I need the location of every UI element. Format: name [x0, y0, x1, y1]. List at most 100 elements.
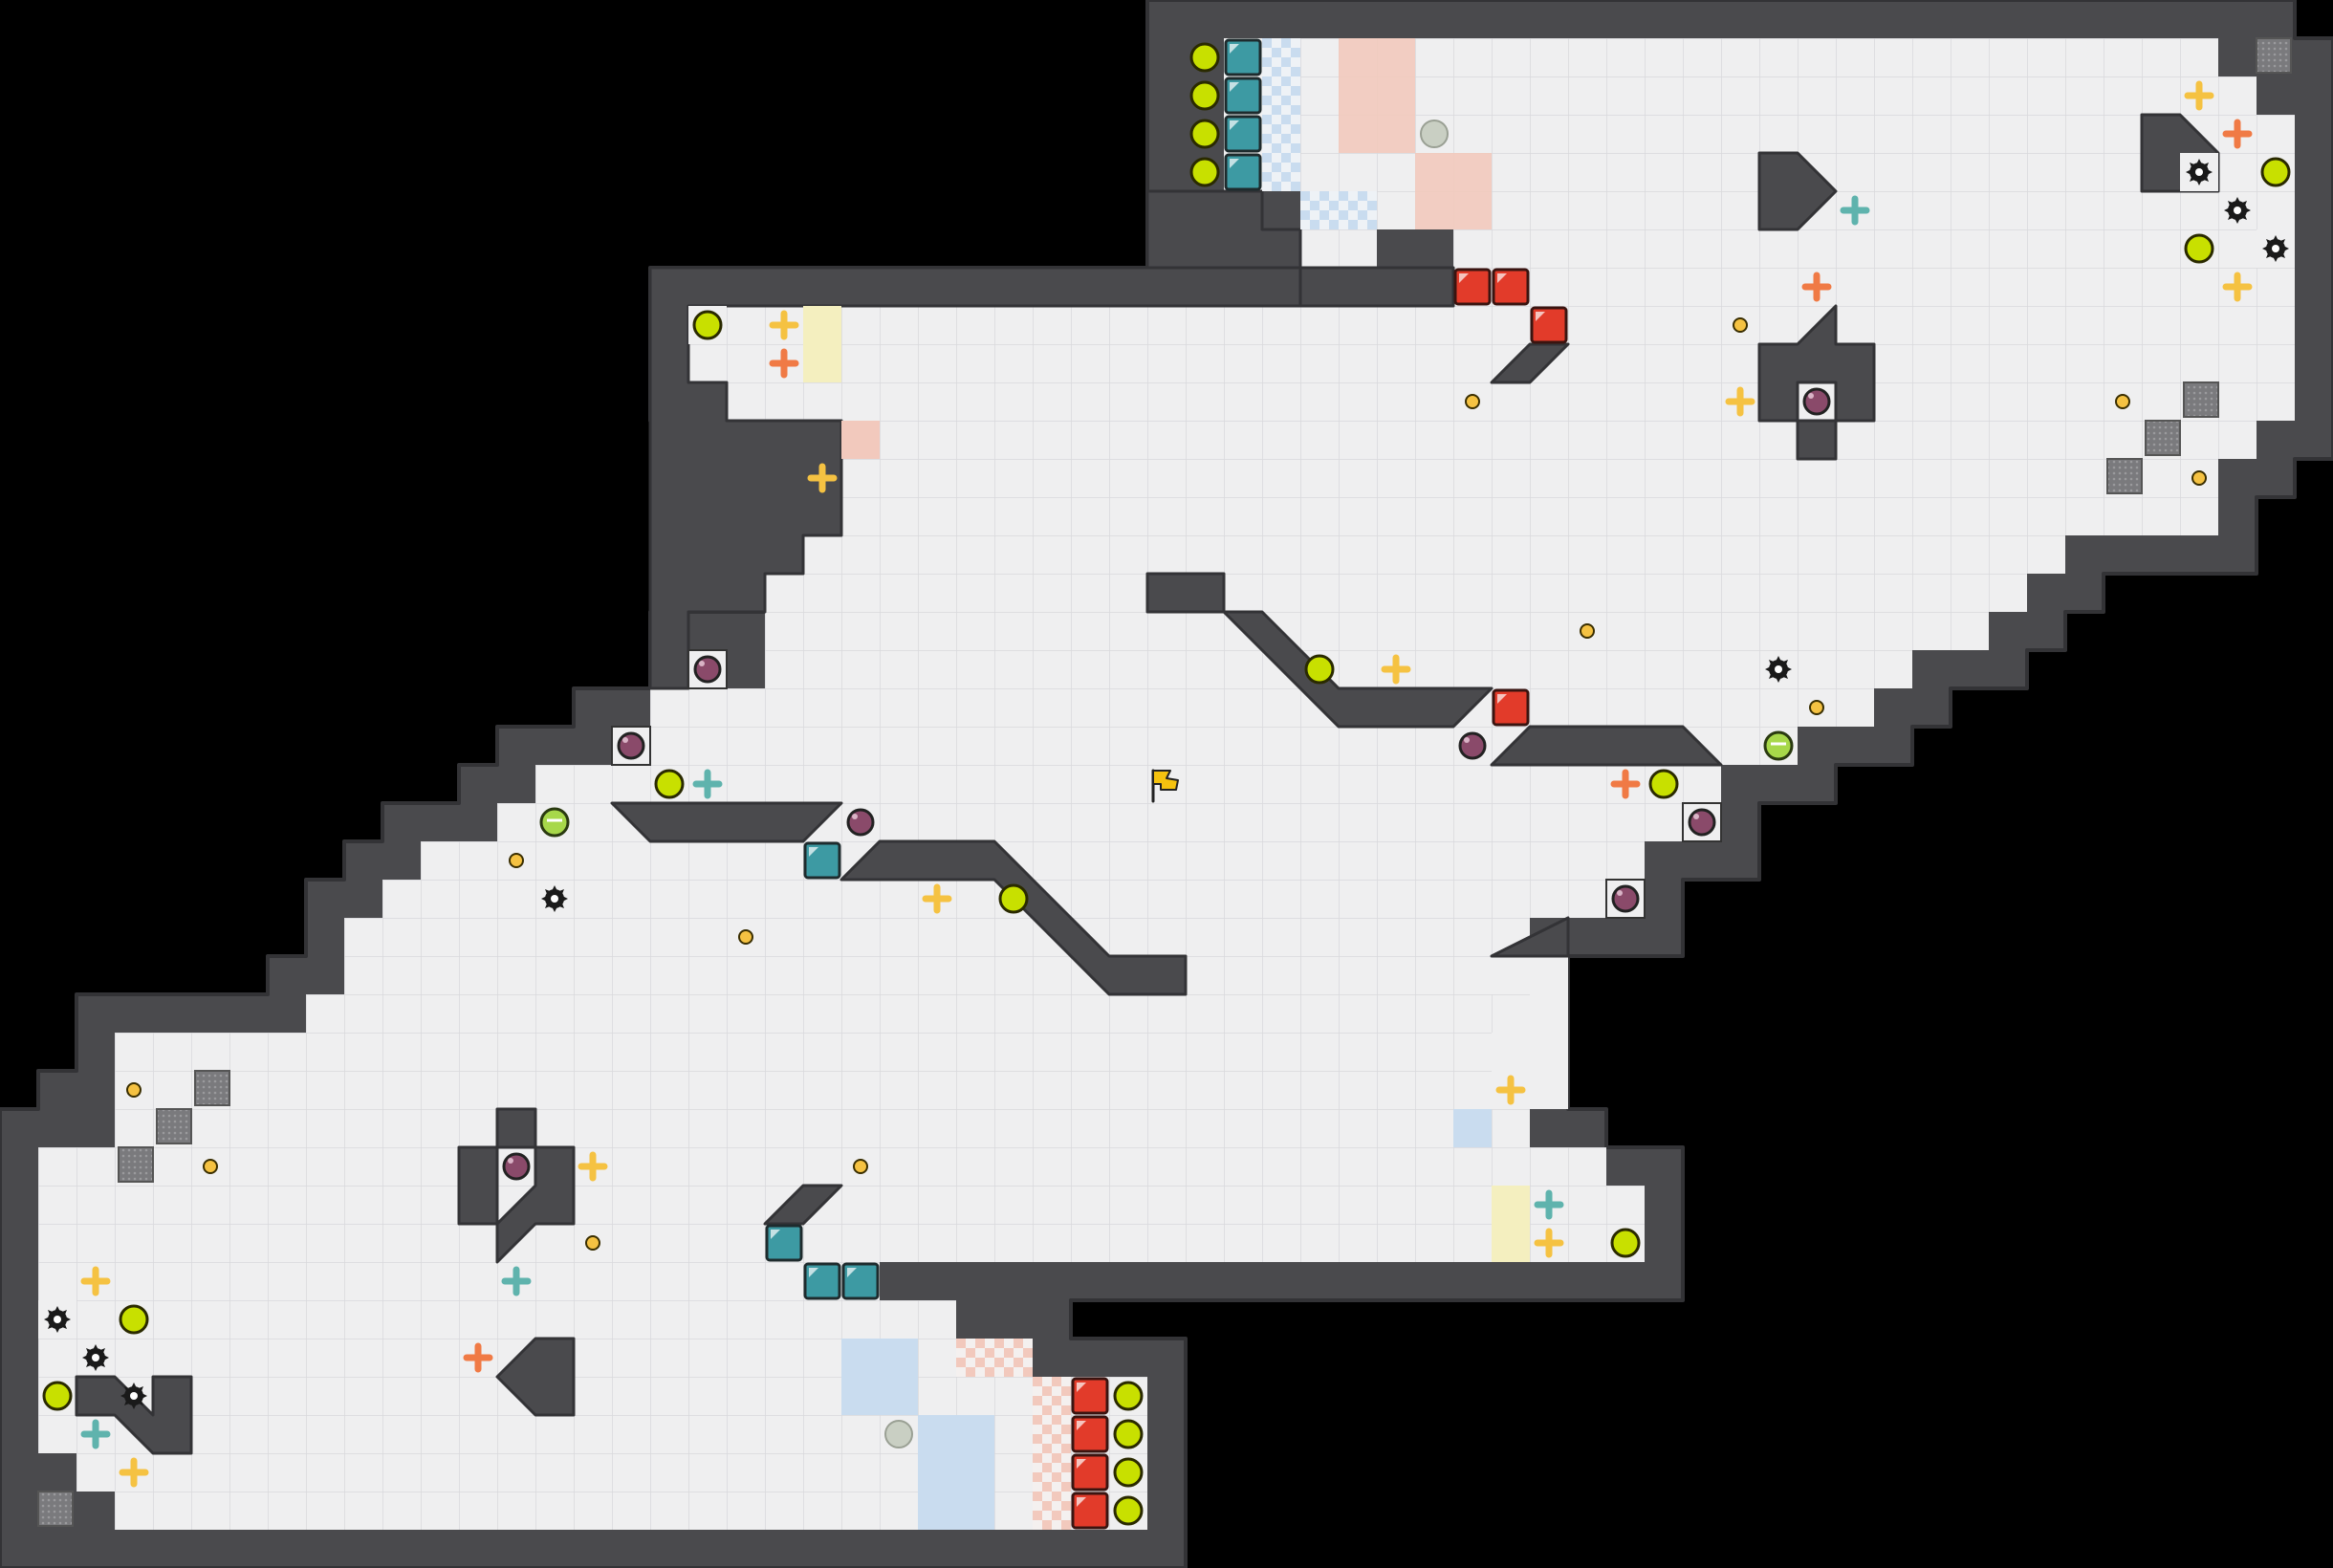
red-zone	[956, 1339, 1033, 1377]
boost-pad-icon	[80, 1419, 111, 1449]
bomb-icon	[611, 726, 651, 766]
boost-pad-icon	[578, 1151, 608, 1182]
red-spawn-tile	[1071, 1415, 1109, 1453]
vents	[37, 37, 2292, 1527]
pellet-icon	[126, 1082, 142, 1098]
portal-icon	[156, 1108, 192, 1144]
blue-zone	[1453, 1109, 1492, 1147]
spike-icon	[2224, 197, 2251, 224]
bomb-icon	[846, 808, 875, 837]
button-switch-icon	[1304, 654, 1335, 685]
boost-pad-icon	[501, 1266, 532, 1296]
wall-block	[1492, 956, 1568, 1109]
teal-spawn-tile	[1224, 153, 1262, 191]
boost-pad-icon	[769, 348, 799, 379]
wall-block	[1224, 38, 1262, 191]
button-switch-icon	[1113, 1457, 1144, 1488]
wall-block	[1490, 725, 1723, 767]
wall-block	[610, 801, 843, 843]
button-switch-icon	[1189, 119, 1220, 149]
button-switch-icon	[1113, 1419, 1144, 1449]
boost-pad-icon	[1725, 386, 1755, 417]
boost-pad-icon	[463, 1342, 493, 1373]
wall-block	[1490, 342, 1570, 384]
button-switch-icon	[998, 883, 1029, 914]
yellow-zone	[1492, 1186, 1530, 1262]
spike-icon	[38, 1300, 76, 1339]
red-zone	[1033, 1377, 1071, 1530]
red-zone	[1339, 38, 1415, 153]
red-spawn-tile	[1530, 306, 1568, 344]
teal-spawn-tile	[1224, 115, 1262, 153]
spike-icon	[541, 885, 568, 912]
button-switch-icon	[654, 769, 685, 799]
pellet-icon	[1465, 394, 1480, 409]
button-switch-icon	[42, 1381, 73, 1411]
boost-pad-icon	[692, 769, 723, 799]
pellet-icon	[509, 853, 524, 868]
boost-pad-icon	[922, 883, 952, 914]
pellet-icon	[585, 1235, 600, 1251]
portal-icon	[118, 1146, 154, 1183]
portal-icon	[194, 1070, 230, 1106]
wall-block	[839, 839, 1188, 996]
pellet-icon	[2191, 470, 2207, 486]
wall-block	[1757, 151, 1838, 231]
red-spawn-tile	[1492, 688, 1530, 727]
button-switch-icon	[2184, 233, 2214, 264]
button-switch-icon	[1189, 80, 1220, 111]
button-switch-icon	[2260, 157, 2291, 187]
teal-spawn-tile	[803, 841, 841, 880]
button-switch-icon	[1189, 157, 1220, 187]
button-switch-icon	[692, 310, 723, 340]
teal-spawn-tile	[803, 1262, 841, 1300]
spike-icon	[2180, 153, 2218, 191]
bombs	[502, 387, 1831, 1181]
wall-block	[1796, 419, 1838, 461]
pellet-icon	[853, 1159, 868, 1174]
wall-block	[495, 1145, 576, 1264]
bomb-icon	[502, 1152, 531, 1181]
red-spawns	[1071, 268, 1568, 1530]
pellet-icon	[2115, 394, 2130, 409]
boost-pad-icon	[80, 1266, 111, 1296]
inactive-marker-icon	[1420, 120, 1449, 148]
red-zone	[1415, 153, 1492, 229]
pellet-icon	[1733, 317, 1748, 333]
wall-block	[1145, 572, 1226, 614]
boost-pad-icon	[2222, 272, 2253, 302]
boost-pad-icon	[119, 1457, 149, 1488]
pellets	[126, 317, 2207, 1251]
red-spawn-tile	[1071, 1377, 1109, 1415]
boost-pad-icon	[1610, 769, 1641, 799]
red-spawn-tile	[1492, 268, 1530, 306]
red-spawn-tile	[1453, 268, 1492, 306]
boost-pad-icon	[2222, 119, 2253, 149]
team-zones	[803, 38, 1530, 1530]
inactive-markers	[884, 120, 1449, 1448]
boost-pad-icon	[1801, 272, 1832, 302]
pellet-icon	[203, 1159, 218, 1174]
wall-block	[648, 266, 1302, 690]
spikes	[38, 153, 2295, 1409]
button-switch-icon	[1189, 42, 1220, 73]
wall-block	[457, 1145, 499, 1226]
spike-icon	[1765, 656, 1792, 683]
wall-block	[495, 1107, 537, 1149]
button-switch-icon	[1113, 1495, 1144, 1526]
red-spawn-tile	[1071, 1453, 1109, 1492]
boost-pad-icon	[1534, 1228, 1564, 1258]
blue-zone	[918, 1415, 994, 1530]
powerups	[539, 730, 1794, 838]
boost-pad-icon	[769, 310, 799, 340]
spike-icon	[2257, 229, 2295, 268]
wall-block	[1490, 916, 1570, 958]
button-switch-icon	[1610, 1228, 1641, 1258]
pellet-icon	[738, 929, 753, 945]
inactive-marker-icon	[884, 1420, 913, 1448]
powerup-icon	[1763, 730, 1794, 761]
boost-pad-icon	[1381, 654, 1411, 685]
pellet-icon	[1580, 623, 1595, 639]
blue-zone	[1262, 38, 1300, 191]
